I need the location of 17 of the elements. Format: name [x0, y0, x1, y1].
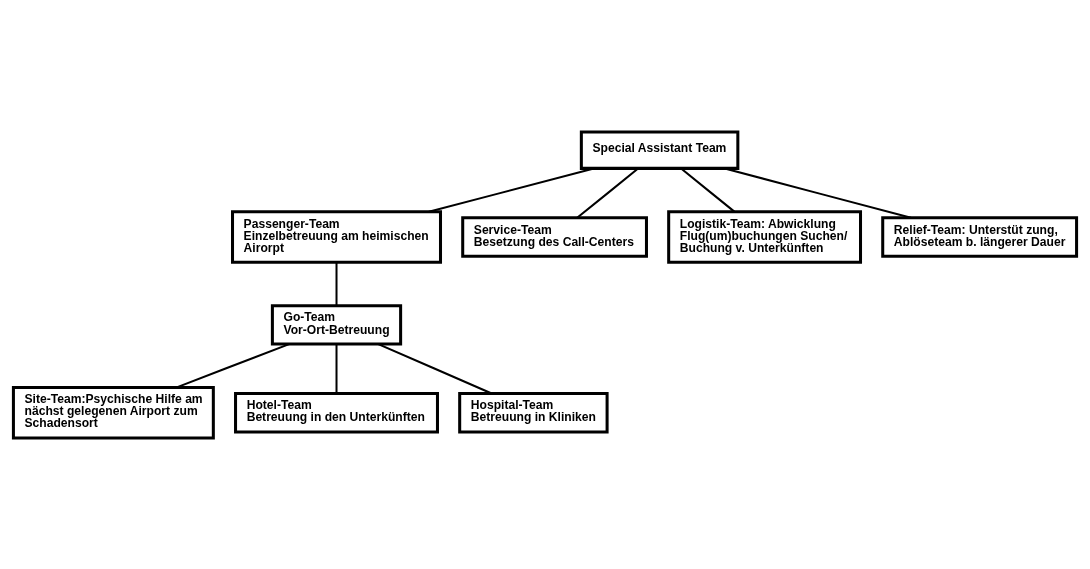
node-box: Relief-Team: Unterstüt zung, Ablöseteam b. längerer Dauer [881, 215, 1079, 258]
node-box: Hospital-Team Betreuung in Kliniken [458, 391, 609, 433]
node-box: Logistik-Team: Abwicklung Flug(um)buchungen Suchen/ Buchung v. Unterkünften [667, 209, 863, 264]
connector [724, 167, 912, 219]
connector [335, 261, 338, 305]
node-box: Passenger-Team Einzelbetreuung am heimischen Airorpt [231, 209, 442, 264]
node-box: Site-Team:Psychische Hilfe am nächst gelegenen Airport zum Schadensort [11, 385, 215, 439]
node-box: Special Assistant Team [579, 130, 740, 170]
connector [176, 342, 290, 388]
connector [576, 167, 639, 219]
node-box: Go-Team Vor-Ort-Betreuung [270, 303, 403, 346]
connector [335, 343, 338, 394]
connector [428, 167, 595, 213]
connector [680, 167, 735, 212]
node-box: Service-Team Besetzung des Call-Centers [461, 215, 648, 258]
node-box: Hotel-Team Betreuung in den Unterkünften [234, 391, 439, 433]
connector [377, 342, 493, 394]
